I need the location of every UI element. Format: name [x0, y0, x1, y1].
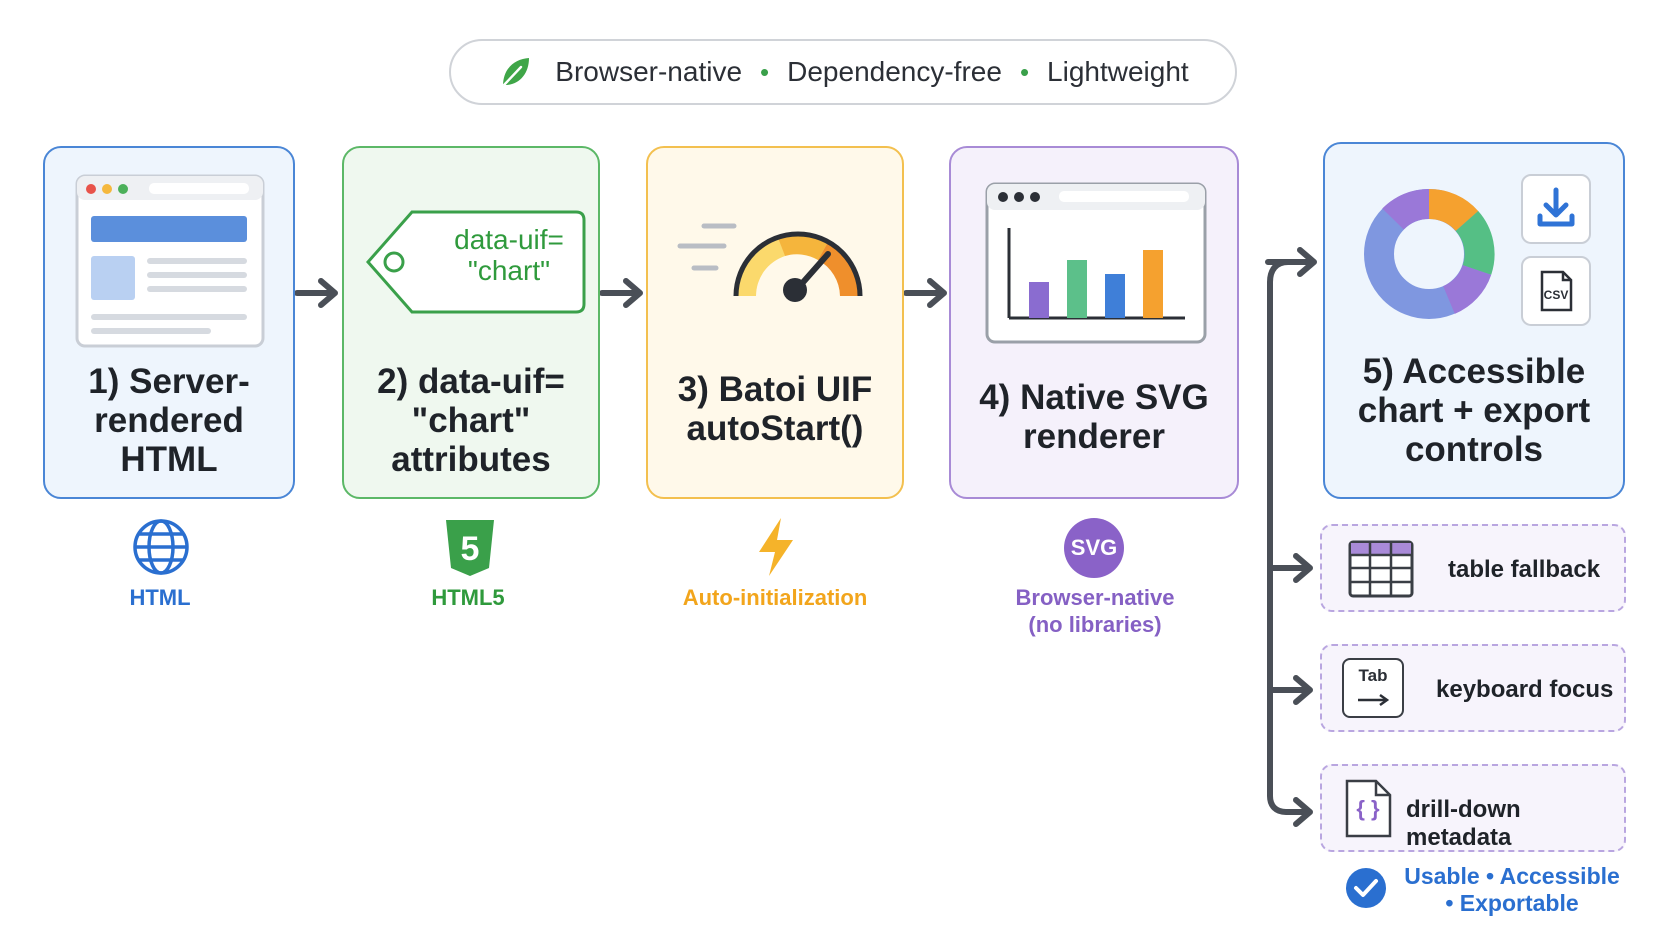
- step-data-uif-attributes: data-uif= "chart" 2) data-uif= "chart" a…: [342, 146, 600, 499]
- output-label-metadata: drill-down metadata: [1406, 796, 1521, 851]
- bar-chart-window-icon: [985, 182, 1207, 344]
- tab-key-icon: Tab: [1342, 658, 1404, 718]
- json-file-icon: [1345, 779, 1392, 838]
- output-label-table: table fallback: [1448, 556, 1601, 583]
- step-1-title: 1) Server- rendered HTML: [88, 362, 250, 479]
- summary-text: Usable • Accessible • Exportable: [1404, 863, 1620, 916]
- feature-lightweight: Lightweight: [1047, 56, 1189, 87]
- lightning-icon: [759, 518, 793, 576]
- feature-browser-native: Browser-native: [555, 56, 743, 87]
- svg-text:5: 5: [461, 530, 480, 568]
- branch-line: [1265, 259, 1311, 815]
- download-icon: [1537, 187, 1575, 227]
- globe-icon: [133, 519, 189, 575]
- step-5-title: 5) Accessible chart + export controls: [1357, 352, 1591, 469]
- step-native-svg-renderer: 4) Native SVG renderer: [949, 146, 1239, 499]
- step-accessible-chart-export: CSV 5) Accessible chart + export control…: [1323, 142, 1625, 499]
- html5-shield-icon: 5: [446, 520, 494, 576]
- step-batoi-autostart: 3) Batoi UIF autoStart(): [646, 146, 904, 499]
- arrow-3-to-4: [903, 278, 947, 308]
- speedometer-icon: [677, 223, 863, 302]
- feature-separator: •: [1019, 56, 1030, 87]
- features-banner: Browser-native • Dependency-free • Light…: [449, 39, 1237, 105]
- table-icon: [1348, 540, 1414, 598]
- csv-file-icon: [1540, 270, 1573, 312]
- output-keyboard-focus: Tab keyboard focus: [1320, 644, 1626, 732]
- arrow-1-to-2: [294, 278, 338, 308]
- check-circle-icon: [1346, 868, 1386, 908]
- attribute-tag-icon: [366, 210, 586, 314]
- donut-chart-icon: [1364, 189, 1495, 319]
- csv-label: CSV: [1543, 288, 1569, 302]
- web-page-icon: [75, 174, 265, 348]
- step-4-title: 4) Native SVG renderer: [979, 378, 1209, 456]
- leaf-icon: [497, 54, 533, 90]
- tab-key-text: Tab: [1358, 666, 1388, 685]
- tech-label-html5: HTML5: [431, 585, 505, 610]
- csv-export-button[interactable]: CSV: [1521, 256, 1591, 326]
- json-braces-text: { }: [1356, 796, 1380, 821]
- step-3-title: 3) Batoi UIF autoStart(): [677, 370, 873, 448]
- arrow-right-icon: [1358, 693, 1390, 707]
- output-label-keyboard: keyboard focus: [1436, 676, 1614, 703]
- tech-label-auto-init: Auto-initialization: [682, 585, 868, 610]
- output-table-fallback: table fallback: [1320, 524, 1626, 612]
- svg-badge-icon: SVG: [1064, 518, 1124, 578]
- output-drill-down-metadata: { } drill-down metadata: [1320, 764, 1626, 852]
- tech-label-browser-native: Browser-native (no libraries): [1015, 585, 1175, 637]
- feature-dependency-free: Dependency-free: [787, 56, 1002, 87]
- tech-label-html: HTML: [129, 585, 191, 610]
- tag-text: data-uif= "chart": [454, 224, 564, 286]
- arrow-2-to-3: [599, 278, 643, 308]
- feature-separator: •: [760, 56, 770, 87]
- download-button[interactable]: [1521, 174, 1591, 244]
- step-server-rendered-html: 1) Server- rendered HTML: [43, 146, 295, 499]
- step-2-title: 2) data-uif= "chart" attributes: [377, 362, 565, 479]
